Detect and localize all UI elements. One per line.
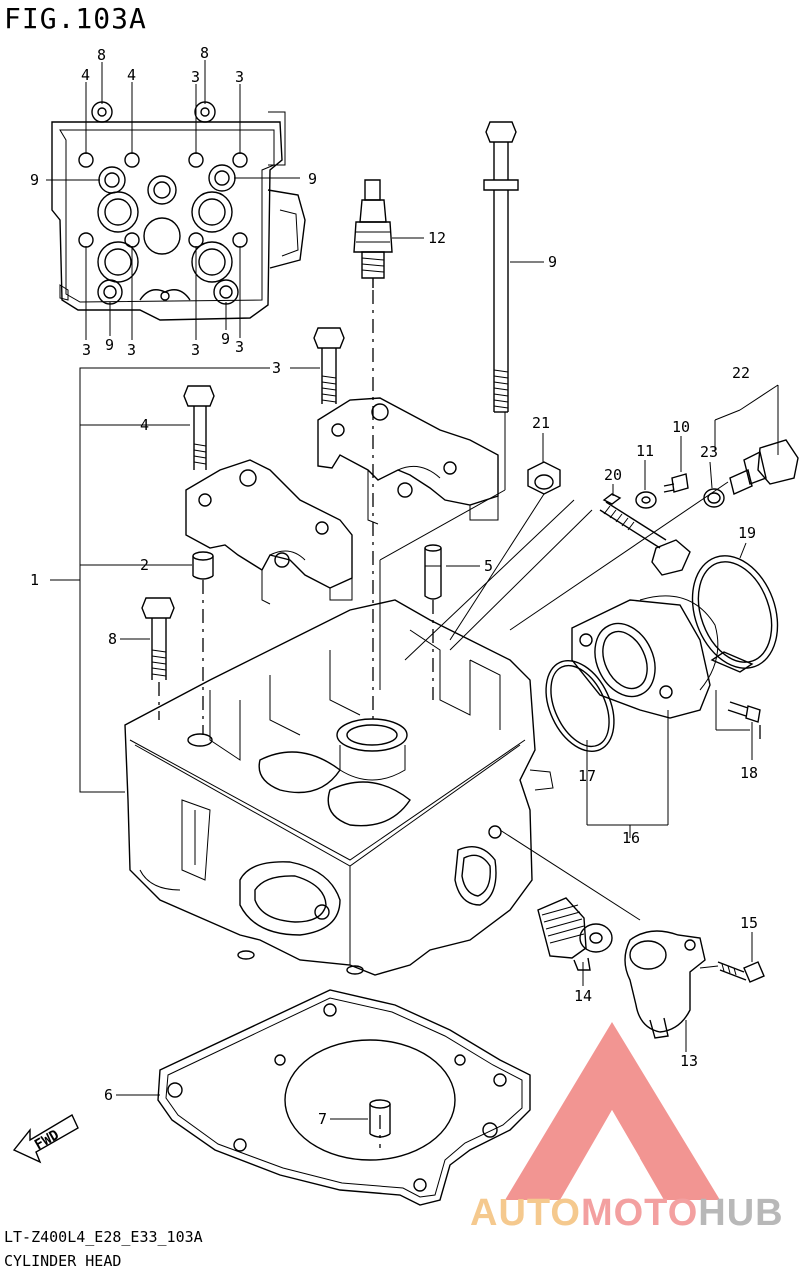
temperature-sensor-part-22	[729, 439, 799, 495]
fwd-arrow-icon: FWD	[12, 1114, 79, 1164]
callout-labels: 1 2 3 4 5 6 7 8 9 10 11 12 13 14 15 16 1…	[30, 229, 758, 1128]
camshaft-holder-left	[185, 459, 353, 605]
bolt-part-20	[599, 493, 691, 576]
callout-18: 18	[740, 764, 758, 782]
valve-guide-part-5	[424, 544, 442, 600]
bottom-label-9-a: 9	[105, 336, 114, 354]
callout-12: 12	[428, 229, 446, 247]
callout-7: 7	[318, 1110, 327, 1128]
watermark-part-1: AUTO	[470, 1192, 581, 1234]
top-label-8-right: 8	[200, 44, 209, 62]
watermark-part-3: HUB	[698, 1192, 784, 1234]
top-view-leaders	[46, 60, 300, 340]
dashed-center-lines	[158, 290, 761, 1148]
cylinder-head-main	[124, 599, 554, 976]
callout-13: 13	[680, 1052, 698, 1070]
fwd-label: FWD	[32, 1127, 62, 1154]
watermark-wordmark: AUTOMOTOHUB	[470, 1192, 784, 1235]
bottom-label-3-d: 3	[235, 338, 244, 356]
callout-5: 5	[484, 557, 493, 575]
callout-22: 22	[732, 364, 750, 382]
assembly-bracket-1	[50, 367, 320, 793]
camshaft-holder-right	[317, 397, 499, 525]
bolt-part-15	[717, 961, 765, 983]
bolt-part-3	[313, 327, 345, 404]
bottom-label-3-b: 3	[127, 341, 136, 359]
top-label-4-left: 4	[81, 66, 90, 84]
callout-4: 4	[140, 416, 149, 434]
callout-6: 6	[104, 1086, 113, 1104]
long-stud-bolt-part-9	[483, 121, 519, 413]
bottom-label-9-b: 9	[221, 330, 230, 348]
callout-16: 16	[622, 829, 640, 847]
nut-part-21	[527, 461, 561, 495]
callout-8: 8	[108, 630, 117, 648]
figure-caption: CYLINDER HEAD	[4, 1252, 122, 1270]
bolt-part-4	[183, 385, 215, 470]
watermark-logo	[505, 1022, 720, 1200]
watermark-part-2: MOTO	[580, 1192, 699, 1234]
callout-11: 11	[636, 442, 654, 460]
callout-20: 20	[604, 466, 622, 484]
top-label-9-left: 9	[30, 171, 39, 189]
top-label-9-right: 9	[308, 170, 317, 188]
callout-19: 19	[738, 524, 756, 542]
top-label-3-left: 3	[191, 68, 200, 86]
leader-lines	[379, 384, 779, 969]
callout-9: 9	[548, 253, 557, 271]
callout-2: 2	[140, 556, 149, 574]
screw-part-10	[663, 473, 689, 493]
bottom-label-3-a: 3	[82, 341, 91, 359]
callout-14: 14	[574, 987, 592, 1005]
bottom-label-3-c: 3	[191, 341, 200, 359]
top-label-8-left: 8	[97, 46, 106, 64]
top-label-4-right: 4	[127, 66, 136, 84]
top-label-3-right: 3	[235, 68, 244, 86]
top-view-cylinder-head	[51, 101, 306, 321]
bolt-part-8	[141, 597, 175, 680]
figure-title: FIG.103A	[4, 2, 147, 35]
callout-23: 23	[700, 443, 718, 461]
dowel-pin-part-2	[192, 551, 214, 580]
callout-17: 17	[578, 767, 596, 785]
callout-3: 3	[272, 359, 281, 377]
spark-plug-part-12	[353, 179, 393, 288]
intake-pipe-part-16	[571, 595, 719, 719]
top-view-labels: 8 8 4 4 3 3 9 9 3 9 3 3 9 3	[30, 44, 317, 359]
clamp-part-19	[691, 555, 779, 673]
callout-15: 15	[740, 914, 758, 932]
callout-1: 1	[30, 571, 39, 589]
screw-part-18	[727, 701, 761, 723]
head-gasket-part-6	[157, 989, 531, 1206]
model-code: LT-Z400L4_E28_E33_103A	[4, 1228, 203, 1246]
thermostat-cover-part-13	[624, 930, 706, 1039]
callout-21: 21	[532, 414, 550, 432]
washer-part-11	[635, 491, 657, 509]
o-ring-part-17	[545, 659, 615, 753]
thermostat-part-14	[537, 897, 613, 971]
callout-10: 10	[672, 418, 690, 436]
